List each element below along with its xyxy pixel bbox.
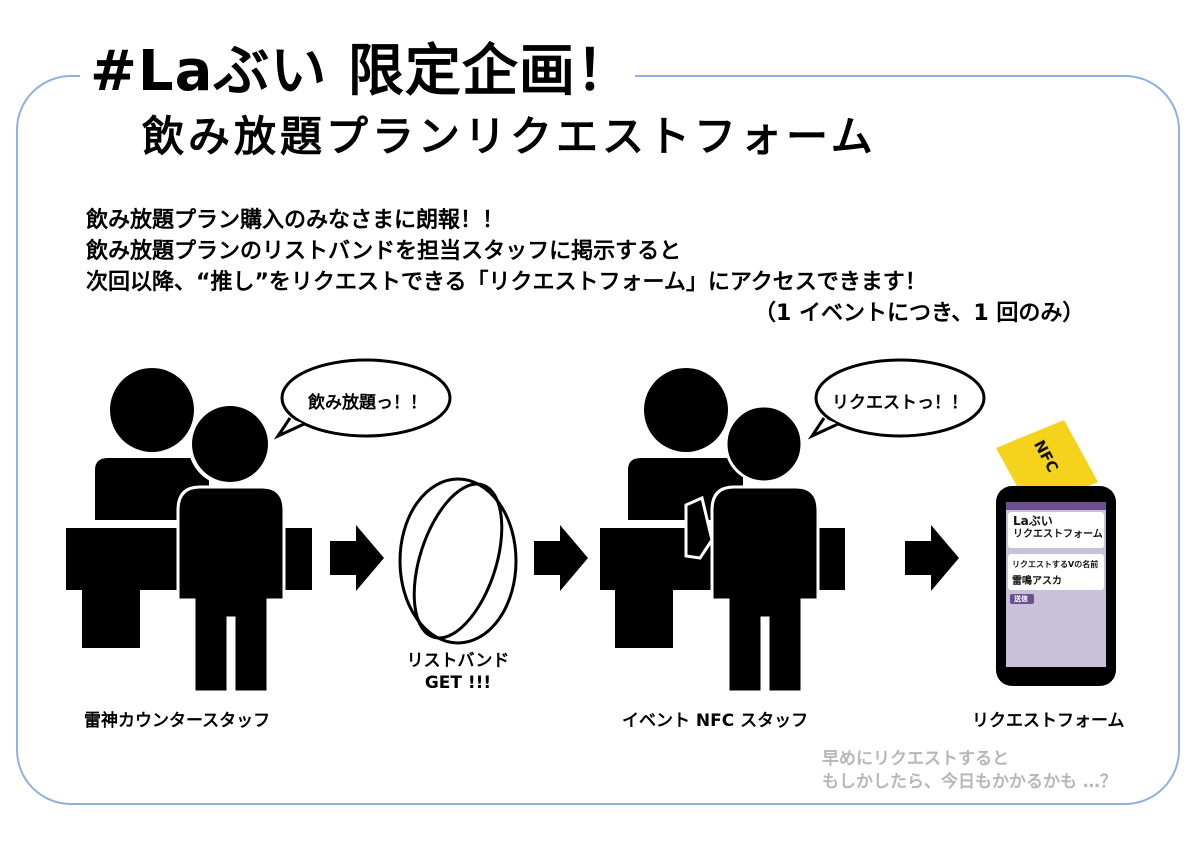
request-form-label: リクエストフォーム — [972, 711, 1125, 731]
phone-submit-button[interactable]: 送信 — [1014, 595, 1028, 603]
footer-note-line2: もしかしたら、今日もかかるかも …？ — [822, 772, 1117, 792]
intro-line-1: 飲み放題プラン購入のみなさまに朗報！！ — [86, 208, 505, 233]
smartphone-icon — [996, 486, 1116, 686]
speech-bubble-icon — [807, 358, 986, 440]
wristband-label-line2: GET !!! — [424, 673, 492, 693]
arrow-right-icon — [905, 525, 959, 591]
page-subtitle: 飲み放題プランリクエストフォーム — [142, 112, 877, 161]
speech-bubble-icon — [273, 358, 452, 440]
page-title: #Laぶい 限定企画！ — [90, 39, 633, 104]
counter-speech-text: 飲み放題っ！！ — [308, 393, 427, 413]
footer-note: 早めにリクエストすると もしかしたら、今日もかかるかも …？ — [822, 748, 1117, 794]
nfc-staff-label: イベント NFC スタッフ — [622, 711, 809, 731]
phone-app-title-line1: Laぶい — [1013, 514, 1053, 528]
nfc-speech-text: リクエストっ！！ — [832, 393, 968, 413]
phone-field-label: リクエストするVの名前 — [1012, 560, 1099, 569]
nfc-scene — [600, 358, 986, 694]
arrow-right-icon — [534, 525, 588, 591]
wristband-label: リストバンド GET !!! — [398, 650, 518, 694]
arrow-right-icon — [330, 525, 384, 591]
person-icon — [684, 404, 820, 694]
title-mask — [80, 60, 635, 100]
counter-scene — [66, 358, 452, 694]
phone-field-value[interactable]: 雷鳴アスカ — [1012, 576, 1062, 587]
phone-app-title-line2: リクエストフォーム — [1013, 529, 1103, 540]
wristband-label-line1: リストバンド — [406, 651, 510, 671]
phone-app-title: Laぶい リクエストフォーム — [1013, 514, 1103, 542]
intro-line-2: 飲み放題プランのリストバンドを担当スタッフに掲示すると — [86, 239, 682, 264]
counter-staff-label: 雷神カウンタースタッフ — [84, 711, 271, 731]
wristband-icon — [398, 477, 518, 645]
intro-line-4: （1 イベントにつき、1 回のみ） — [754, 301, 1085, 326]
footer-note-line1: 早めにリクエストすると — [822, 749, 1009, 769]
intro-text: 飲み放題プラン購入のみなさまに朗報！！ 飲み放題プランのリストバンドを担当スタッ… — [86, 205, 1084, 329]
intro-line-3: 次回以降、“推し”をリクエストできる「リクエストフォーム」にアクセスできます！ — [86, 270, 927, 295]
person-icon — [176, 402, 286, 694]
